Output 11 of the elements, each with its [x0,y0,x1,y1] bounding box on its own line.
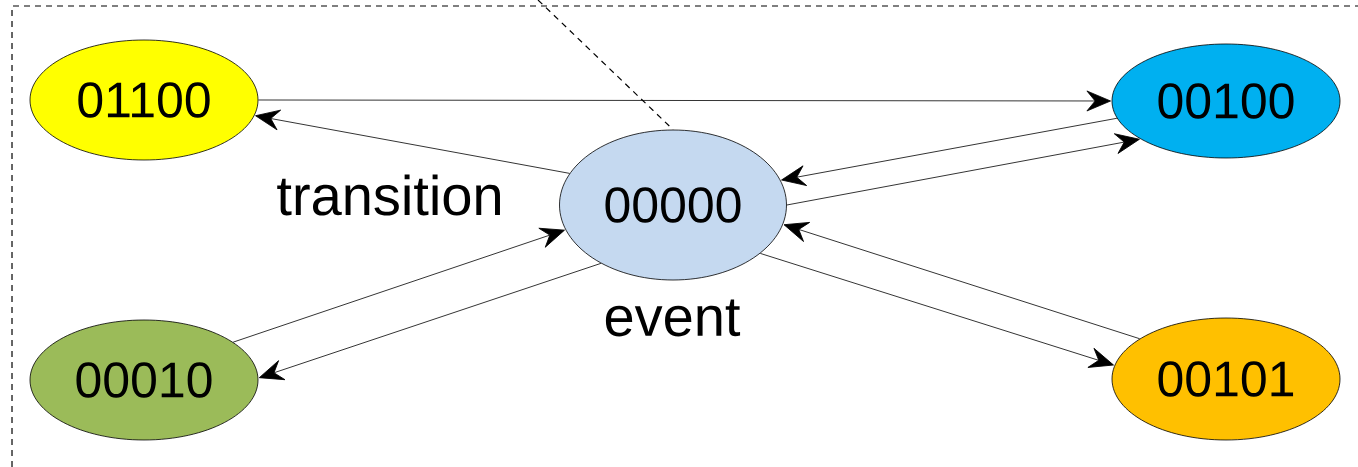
arrow [258,90,1111,112]
text-label: transition [277,174,500,216]
text-label: event [605,299,741,337]
arrow [255,109,570,174]
arrow [783,222,1141,340]
leader-line [537,0,674,131]
arrow [786,133,1140,206]
arrow [759,253,1114,368]
arrow [781,117,1118,186]
arrow [258,262,602,381]
arrow [232,227,565,343]
